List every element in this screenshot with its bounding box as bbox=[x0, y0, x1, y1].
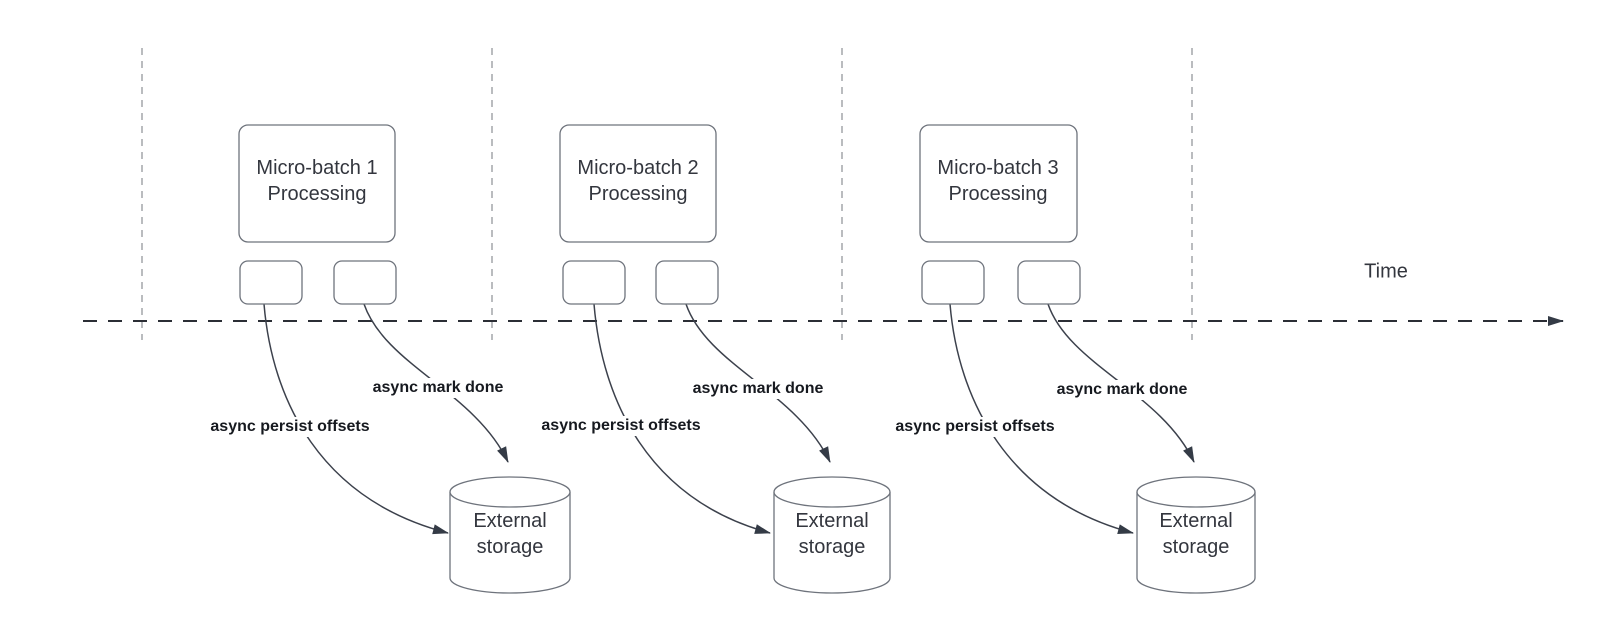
external-storage-label-1-line2: storage bbox=[476, 536, 544, 558]
micro-batch-1-label-line2: Processing bbox=[267, 183, 367, 205]
micro-batch-box-1 bbox=[238, 124, 396, 243]
mark-done-arrow-3 bbox=[1047, 303, 1195, 463]
micro-batch-2-label-line1: Micro-batch 2 bbox=[577, 157, 699, 179]
mark-done-label-2: async mark done bbox=[689, 379, 827, 399]
micro-batch-box-2 bbox=[559, 124, 717, 243]
async-task-box-3-left bbox=[921, 260, 985, 305]
external-storage-label-2: External storage bbox=[795, 508, 868, 560]
async-task-box-2-right bbox=[655, 260, 719, 305]
mark-done-label-3: async mark done bbox=[1053, 380, 1191, 400]
async-task-box-3-right bbox=[1017, 260, 1081, 305]
external-storage-cylinder-2 bbox=[773, 476, 891, 594]
mark-done-label-1: async mark done bbox=[369, 378, 507, 398]
external-storage-cylinder-3 bbox=[1136, 476, 1256, 594]
persist-offsets-arrow-3 bbox=[949, 303, 1134, 534]
persist-offsets-arrow-1 bbox=[263, 303, 449, 535]
external-storage-label-3-line2: storage bbox=[1162, 536, 1230, 558]
micro-batch-2-label-line2: Processing bbox=[588, 183, 688, 205]
external-storage-cylinder-1 bbox=[449, 476, 571, 594]
micro-batch-3-label: Micro-batch 3 Processing bbox=[937, 155, 1058, 207]
micro-batch-3-label-line2: Processing bbox=[948, 183, 1048, 205]
async-task-box-1-right bbox=[333, 260, 397, 305]
persist-offsets-arrow-2 bbox=[593, 303, 771, 534]
external-storage-label-3-line1: External bbox=[1159, 510, 1233, 532]
external-storage-label-1: External storage bbox=[473, 508, 546, 560]
external-storage-label-1-line1: External bbox=[473, 510, 547, 532]
time-axis-label: Time bbox=[1362, 260, 1410, 284]
micro-batch-3-label-line1: Micro-batch 3 bbox=[937, 157, 1059, 179]
external-storage-label-2-line2: storage bbox=[798, 536, 866, 558]
async-task-box-1-left bbox=[239, 260, 303, 305]
micro-batch-2-label: Micro-batch 2 Processing bbox=[577, 155, 698, 207]
micro-batch-box-3 bbox=[919, 124, 1078, 243]
persist-offsets-label-2: async persist offsets bbox=[538, 416, 704, 436]
async-task-box-2-left bbox=[562, 260, 626, 305]
external-storage-label-2-line1: External bbox=[795, 510, 869, 532]
persist-offsets-label-3: async persist offsets bbox=[892, 417, 1058, 437]
persist-offsets-label-1: async persist offsets bbox=[207, 417, 373, 437]
micro-batch-1-label: Micro-batch 1 Processing bbox=[256, 155, 377, 207]
external-storage-label-3: External storage bbox=[1159, 508, 1232, 560]
micro-batch-1-label-line1: Micro-batch 1 bbox=[256, 157, 378, 179]
